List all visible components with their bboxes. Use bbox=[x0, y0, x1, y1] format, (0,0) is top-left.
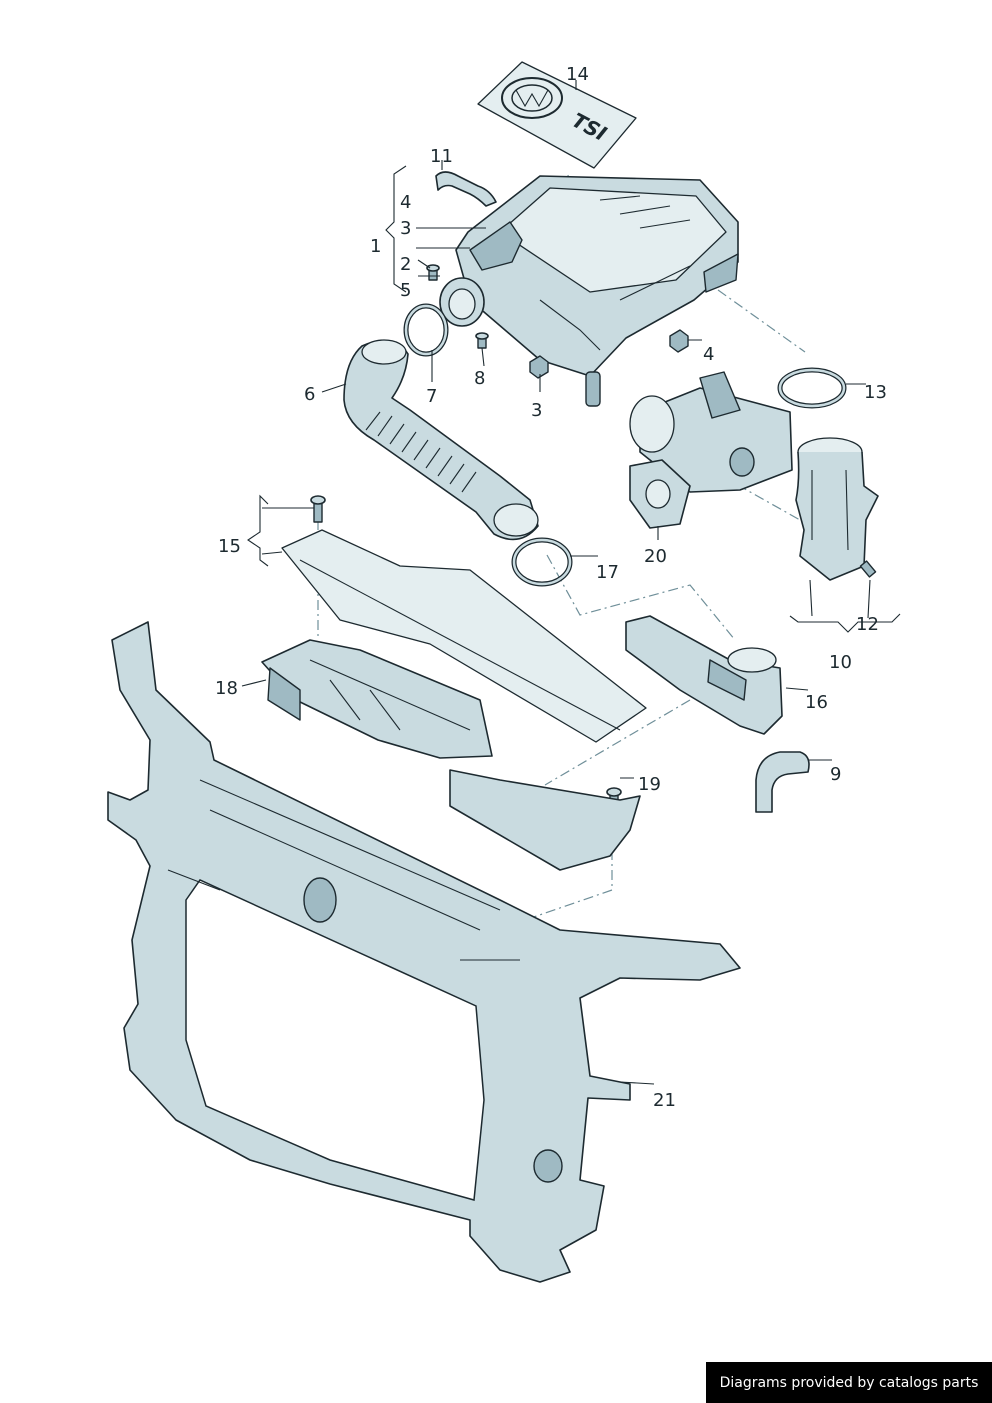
callout-4: 4 bbox=[703, 344, 714, 365]
nut-part-3 bbox=[529, 355, 549, 379]
air-duct-part-18 bbox=[261, 639, 493, 759]
callout-9: 9 bbox=[830, 764, 841, 785]
callout-20: 20 bbox=[644, 546, 667, 567]
callout-14: 14 bbox=[566, 64, 589, 85]
callout-8: 8 bbox=[474, 368, 485, 389]
callout-21: 21 bbox=[653, 1090, 676, 1111]
callout-19: 19 bbox=[638, 774, 661, 795]
callout-11: 11 bbox=[430, 146, 453, 167]
front-carrier-part-21 bbox=[107, 621, 741, 1283]
nut-part-4 bbox=[669, 329, 689, 353]
hose-clamp-part-13 bbox=[777, 367, 847, 409]
hose-clamp-part-17 bbox=[511, 537, 573, 587]
callout-10: 10 bbox=[829, 652, 852, 673]
callout-18: 18 bbox=[215, 678, 238, 699]
callout-3: 3 bbox=[400, 218, 411, 239]
small-hose-part-11 bbox=[435, 171, 497, 207]
filter-element-part-3 bbox=[469, 221, 523, 271]
callout-16: 16 bbox=[805, 692, 828, 713]
intake-spigot bbox=[439, 277, 485, 327]
screw-part-8 bbox=[475, 332, 489, 349]
air-filter-housing-part-1 bbox=[455, 175, 739, 407]
air-guide-part-15 bbox=[281, 529, 647, 743]
callout-7: 7 bbox=[426, 386, 437, 407]
lower-duct-part-16 bbox=[625, 615, 783, 735]
callout-leaders bbox=[241, 80, 901, 1085]
screw-part-15 bbox=[310, 495, 326, 523]
callout-3: 3 bbox=[531, 400, 542, 421]
hose-clamp-part-7 bbox=[403, 303, 449, 357]
callout-6: 6 bbox=[304, 384, 315, 405]
engine-cover-part-14: TSI bbox=[477, 61, 637, 169]
elbow-hose-part-9 bbox=[755, 751, 810, 813]
intake-hose-part-6 bbox=[343, 339, 539, 541]
callout-4: 4 bbox=[400, 192, 411, 213]
throttle-body-part-20 bbox=[629, 371, 793, 529]
callout-2: 2 bbox=[400, 254, 411, 275]
callout-13: 13 bbox=[864, 382, 887, 403]
screw-part-2 bbox=[426, 264, 440, 281]
screw-part-12 bbox=[859, 560, 877, 578]
intake-pipe-part-10 bbox=[795, 437, 879, 581]
callout-17: 17 bbox=[596, 562, 619, 583]
callout-5: 5 bbox=[400, 280, 411, 301]
callout-15: 15 bbox=[218, 536, 241, 557]
watermark-label: Diagrams provided by catalogs parts bbox=[706, 1362, 992, 1403]
callout-12: 12 bbox=[856, 614, 879, 635]
callout-1: 1 bbox=[370, 236, 381, 257]
air-duct-lower-half bbox=[449, 769, 641, 871]
callout-numbers: 1 2 3 3 4 4 5 6 7 8 9 10 11 12 13 14 15 … bbox=[215, 64, 887, 1111]
